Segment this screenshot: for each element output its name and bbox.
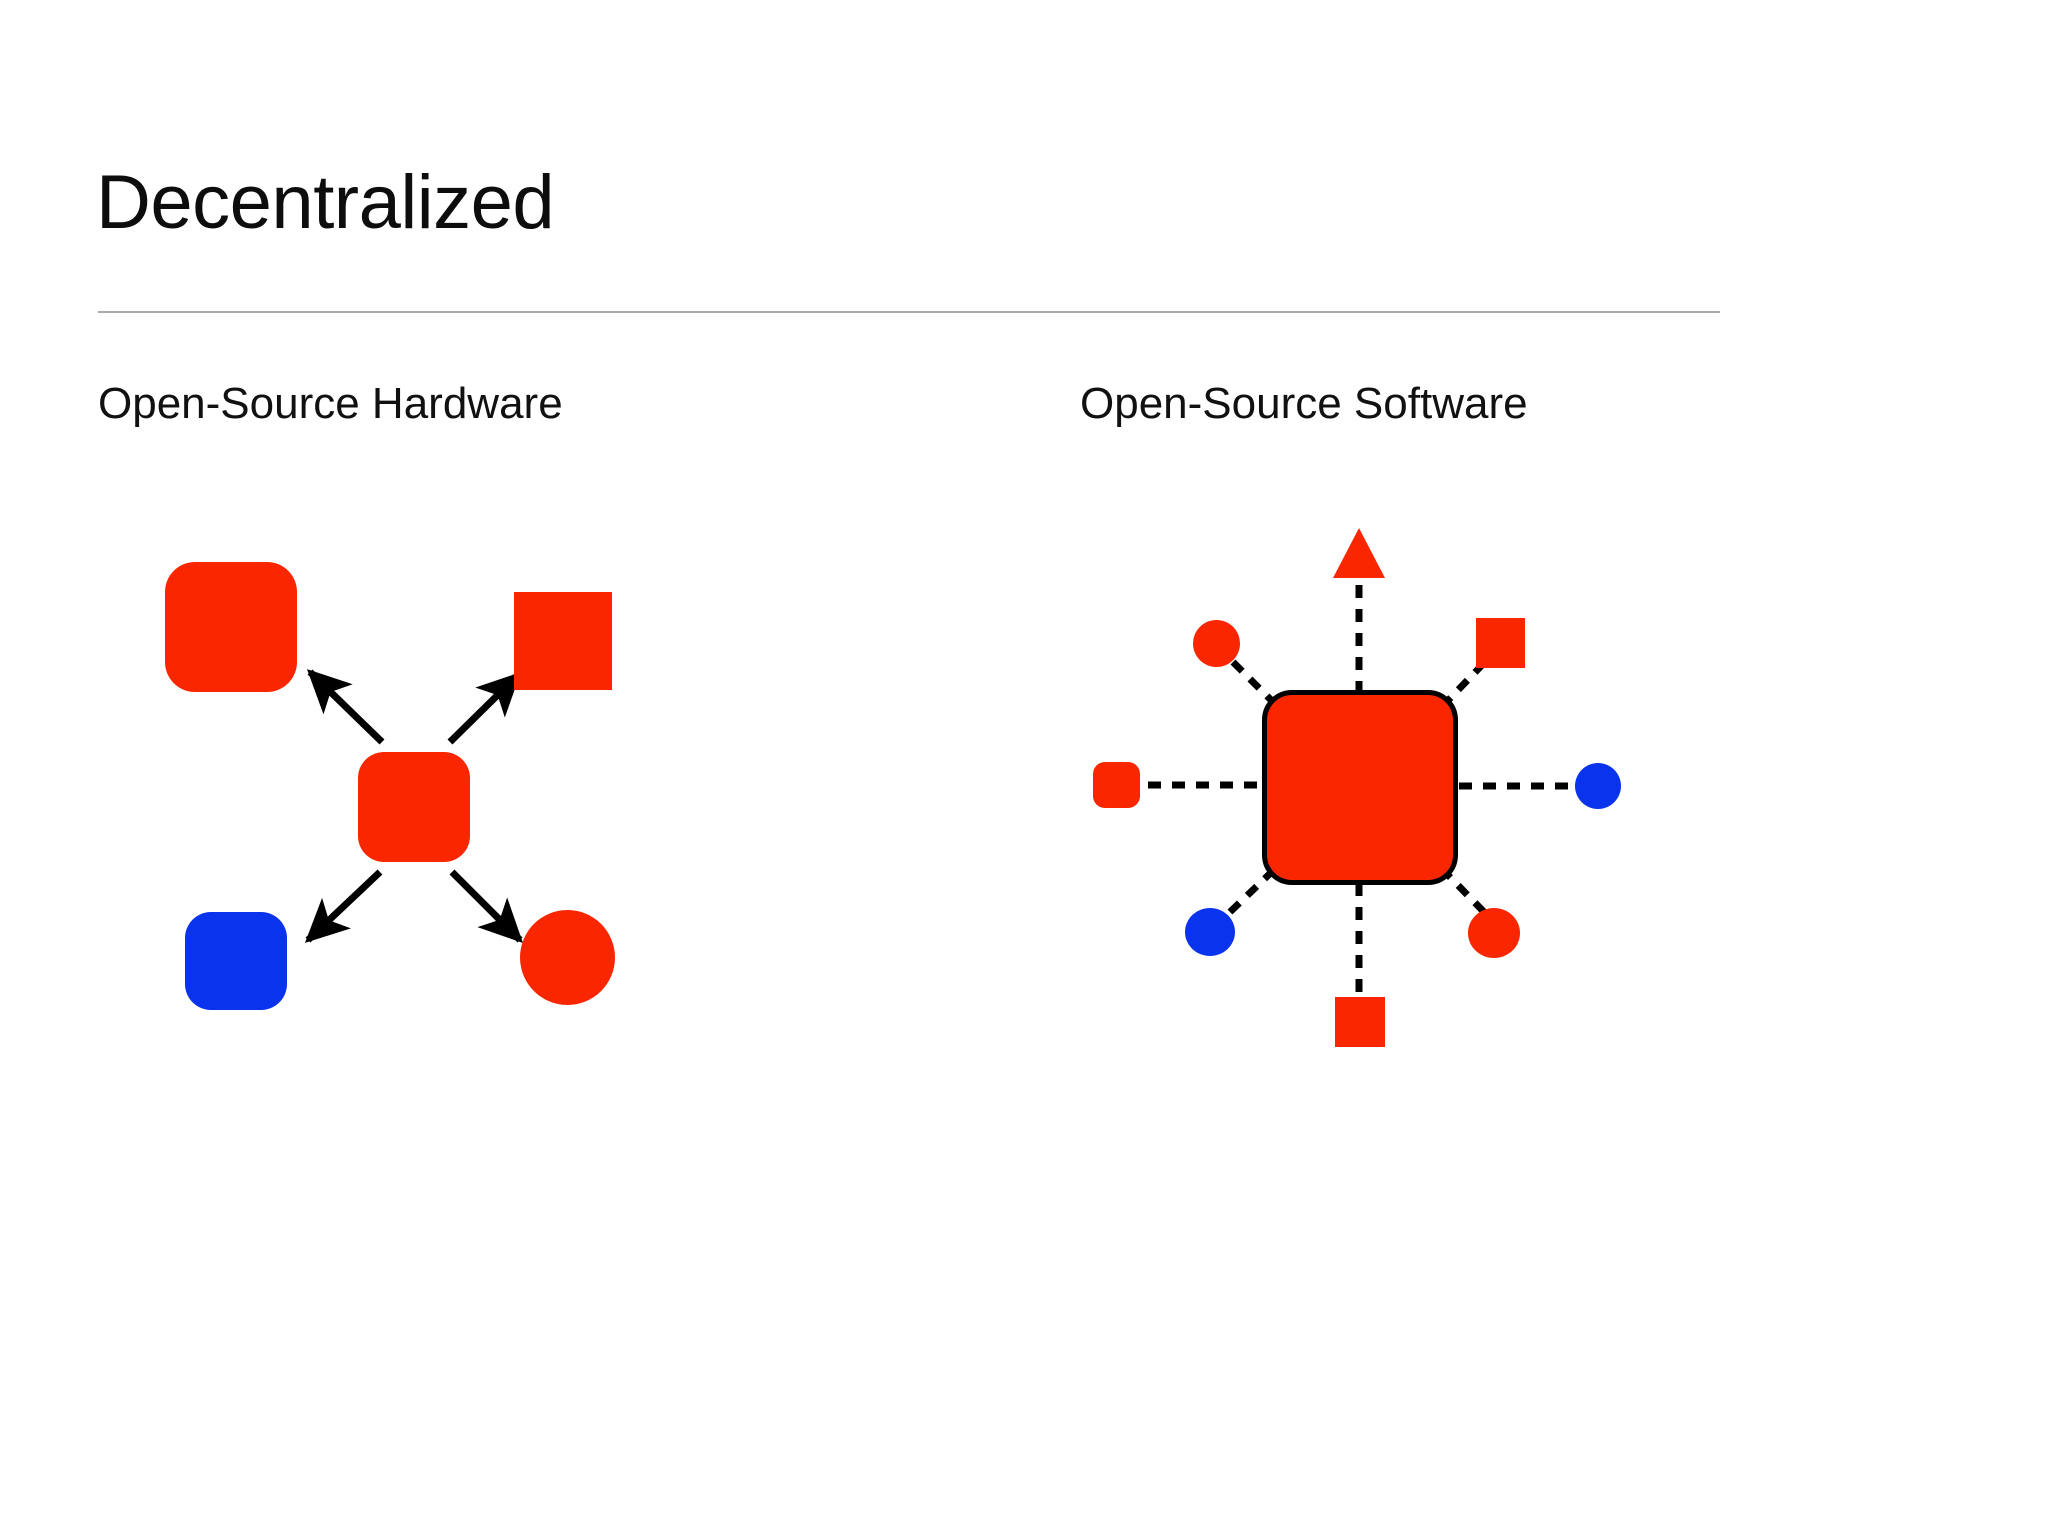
- node-right: [1575, 763, 1621, 809]
- column-heading-software: Open-Source Software: [1080, 379, 1528, 428]
- edge-hub-to-top-right: [447, 672, 521, 745]
- node-top-left: [1193, 620, 1240, 667]
- node-top-right: [1476, 618, 1525, 668]
- node-bottom-left: [1185, 908, 1235, 956]
- edge-hub-to-bottom-left: [304, 869, 383, 943]
- hub-node: [1262, 690, 1458, 885]
- node-top-right: [514, 592, 612, 690]
- node-bottom: [1335, 997, 1385, 1047]
- diagram-open-source-hardware: [120, 520, 720, 1080]
- node-top: [1333, 528, 1385, 578]
- node-left: [1093, 762, 1140, 808]
- edge-hub-to-top-left: [306, 669, 385, 745]
- diagram-open-source-software: [1060, 500, 1680, 1080]
- hub-node: [358, 752, 470, 862]
- node-top-left: [165, 562, 297, 692]
- node-bottom-right: [1468, 908, 1520, 958]
- column-heading-hardware: Open-Source Hardware: [98, 379, 563, 428]
- node-bottom-right: [520, 910, 615, 1005]
- title-divider: [98, 311, 1720, 313]
- edge-hub-to-bottom-right: [449, 869, 523, 943]
- node-bottom-left: [185, 912, 287, 1010]
- page-title: Decentralized: [96, 160, 555, 245]
